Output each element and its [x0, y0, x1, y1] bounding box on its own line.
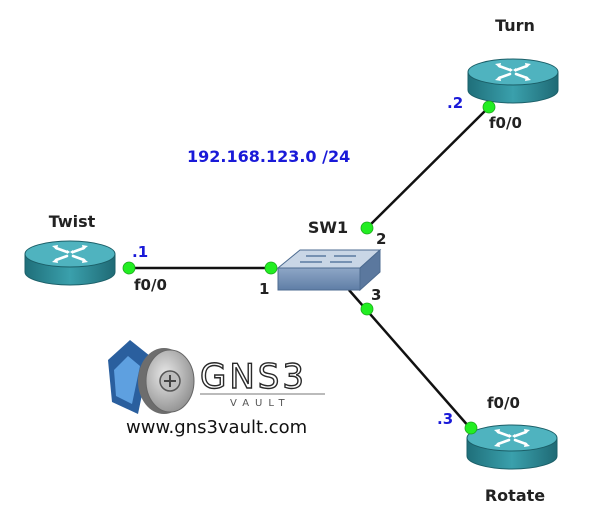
rotate-interface: f0/0 [487, 394, 520, 412]
logo-title: GNS3 [200, 357, 307, 397]
subnet-label: 192.168.123.0 /24 [187, 147, 350, 166]
router-icon [465, 423, 559, 471]
sw1-name: SW1 [308, 218, 348, 237]
router-rotate[interactable] [465, 423, 559, 471]
link-dot-sw1-p2 [360, 221, 374, 235]
link-dot-twist [122, 261, 136, 275]
switch-icon [276, 248, 382, 292]
router-icon [466, 57, 560, 105]
router-turn[interactable] [466, 57, 560, 105]
turn-ip: .2 [447, 94, 463, 112]
sw1-port-2: 2 [376, 230, 386, 248]
twist-name: Twist [49, 212, 96, 231]
router-twist[interactable] [23, 239, 117, 287]
link-dot-sw1-p3 [360, 302, 374, 316]
link-dot-turn [482, 100, 496, 114]
turn-name: Turn [495, 16, 535, 35]
gns3-vault-logo: GNS3 VAULT www.gns3vault.com [108, 340, 325, 438]
link-sw1-turn [366, 105, 491, 229]
gns3-vault-logo-icon [108, 340, 195, 414]
rotate-name: Rotate [485, 486, 545, 505]
logo-website: www.gns3vault.com [126, 417, 307, 438]
twist-interface: f0/0 [134, 276, 167, 294]
link-dot-rotate [464, 421, 478, 435]
switch-sw1[interactable] [276, 248, 382, 292]
rotate-ip: .3 [437, 410, 453, 428]
router-icon [23, 239, 117, 287]
twist-ip: .1 [132, 243, 148, 261]
link-dot-sw1-p1 [264, 261, 278, 275]
turn-interface: f0/0 [489, 114, 522, 132]
sw1-port-3: 3 [371, 286, 381, 304]
logo-subtitle: VAULT [230, 398, 291, 409]
sw1-port-1: 1 [259, 280, 269, 298]
